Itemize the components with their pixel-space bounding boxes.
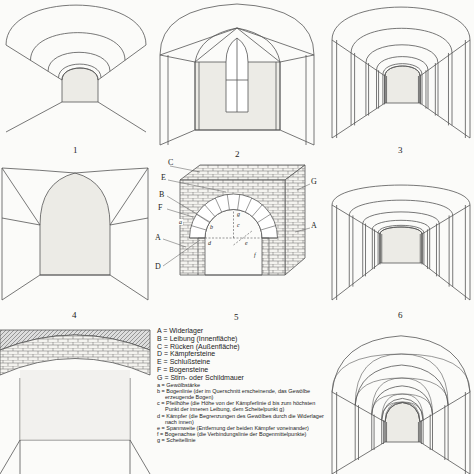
legend-entry: B = Leibung (Innenfläche): [157, 335, 324, 343]
arch-rib: [366, 45, 438, 63]
column: [378, 233, 424, 265]
voussoir-joint: [257, 214, 270, 222]
legend-entry: f = Bogenachse (die Verbindungslinie der…: [157, 431, 324, 437]
arch-rib: [62, 68, 98, 80]
wall-edge: [332, 40, 470, 138]
part-letter: g: [236, 211, 241, 217]
diagonal-rib: [382, 402, 423, 422]
arch-rib: [385, 403, 420, 422]
part-letter: f: [253, 252, 257, 258]
arch-rib: [332, 336, 470, 392]
voussoir-joint: [215, 198, 221, 212]
column: [372, 229, 429, 269]
column: [363, 224, 440, 277]
legend-entry: b = Bogenlinie (der im Querschnitt ersch…: [157, 388, 324, 400]
part-letter: E: [161, 174, 166, 182]
part-letter: A: [311, 222, 317, 230]
legend-entry: d = Kämpfer (die Begrenzungen des Gewölb…: [157, 413, 324, 425]
part-letter: b: [209, 224, 214, 230]
legend-entry: D = Kämpfersteine: [157, 350, 324, 358]
legend-entry: C = Rücken (Außenfläche): [157, 343, 324, 351]
column: [351, 53, 452, 125]
ribbed-chapel: [160, 4, 314, 145]
column: [332, 392, 470, 474]
column: [332, 40, 470, 138]
arch-rib: [59, 64, 102, 78]
arch-block-diagram: [163, 165, 310, 275]
vault-corridor: [332, 185, 470, 300]
figure-number: 4: [72, 311, 77, 320]
arch-rib: [380, 227, 422, 234]
legend-text: A = WiderlagerB = Leibung (Innenfläche)C…: [157, 327, 324, 443]
arch-rib: [372, 386, 433, 415]
back-wall: [385, 66, 420, 103]
part-letter: d: [207, 240, 212, 246]
diagonal-rib: [332, 354, 470, 405]
legend-entry: a = Gewölbstärke: [157, 382, 324, 388]
voussoir-joint: [227, 194, 229, 209]
part-letter: c: [236, 222, 241, 228]
back-wall: [62, 68, 98, 102]
column: [355, 405, 448, 460]
arch-rib: [363, 212, 440, 224]
legend-entry: c = Pfeilhöhe (die Höhe von der Kämpferl…: [157, 400, 324, 412]
column: [383, 75, 422, 105]
figure-number: 1: [73, 146, 78, 155]
arch-rib: [332, 7, 470, 40]
arch-rib: [355, 365, 448, 405]
arch-rib: [6, 5, 146, 45]
part-letter: F: [158, 204, 162, 212]
legend-entry: e = Spannweite (Entfernung der beiden Kä…: [157, 425, 324, 431]
column: [366, 63, 438, 116]
arch-rib: [385, 66, 420, 76]
part-letter: D: [155, 263, 161, 271]
vault-section: [0, 330, 150, 474]
voussoir-joint: [245, 198, 251, 212]
legend-entry: A = Widerlager: [157, 327, 324, 335]
legend-entry: G = Stirn- oder Schildmauer: [157, 374, 324, 382]
part-letter: A: [155, 234, 161, 242]
column: [382, 420, 423, 444]
part-letter: C: [168, 159, 173, 167]
arch-rib: [349, 200, 452, 215]
arch-rib: [332, 185, 470, 205]
voussoir-joint: [196, 214, 209, 222]
legend-entry: g = Scheitellinie: [157, 437, 324, 443]
wall-edge: [332, 392, 470, 474]
voussoir-joint: [205, 205, 215, 217]
voussoir-joint: [238, 194, 240, 209]
diagonal-rib: [372, 394, 433, 420]
part-letter: G: [311, 178, 317, 186]
part-letter: e: [244, 240, 249, 246]
figure-number: 3: [398, 146, 403, 155]
diagonal-rib: [355, 378, 448, 415]
part-letter: a: [178, 219, 183, 225]
legend-entry: E = Schlußsteine: [157, 358, 324, 366]
arch-rib: [372, 220, 429, 229]
back-wall: [380, 227, 422, 263]
figure-number: 6: [398, 311, 403, 320]
voussoir-joint: [191, 226, 206, 230]
back-wall: [385, 403, 420, 442]
part-letter: B: [159, 191, 164, 199]
voussoir-joint: [261, 226, 276, 230]
cloister-vault-room: [2, 168, 148, 300]
vault-corridor: [6, 5, 146, 132]
column: [332, 205, 470, 300]
arch-rib: [31, 33, 126, 61]
voussoir-joint: [252, 205, 262, 217]
wall-edge: [332, 205, 470, 300]
column: [349, 215, 452, 286]
vault-corridor: [332, 7, 470, 138]
column: [385, 76, 420, 103]
figure-number: 5: [234, 313, 239, 322]
column: [380, 234, 422, 263]
vault-corridor: [332, 336, 470, 474]
column: [385, 422, 420, 442]
arch-rib: [351, 28, 452, 53]
legend-entry: F = Bogensteine: [157, 366, 324, 374]
figure-number: 2: [235, 150, 240, 159]
